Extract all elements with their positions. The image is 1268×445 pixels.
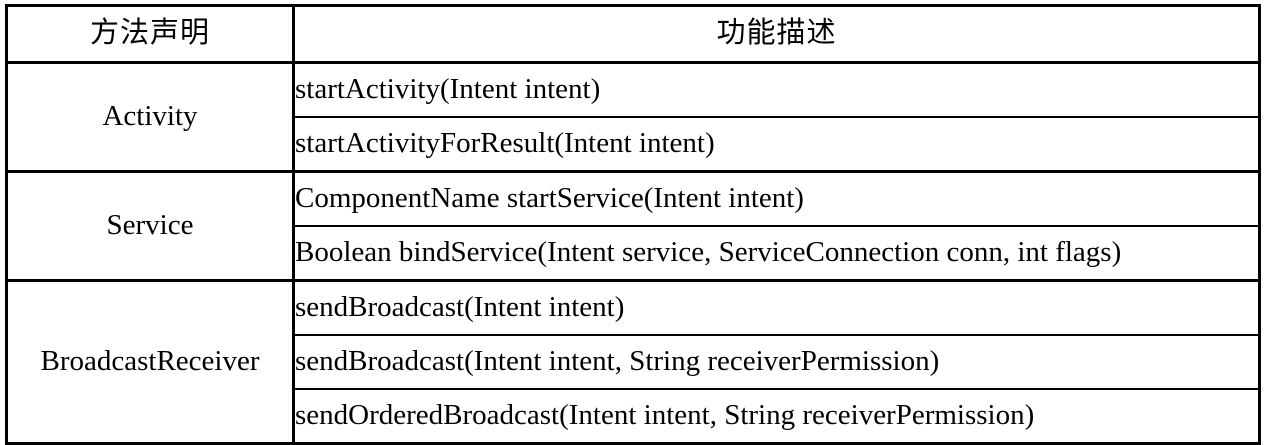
method-declaration-table-container: 方法声明 功能描述 Activity startActivity(Intent … — [5, 4, 1261, 445]
table-row: BroadcastReceiver sendBroadcast(Intent i… — [6, 279, 1260, 444]
table-row: sendBroadcast(Intent intent, String rece… — [7, 334, 1260, 389]
method-declaration-table: 方法声明 功能描述 Activity startActivity(Intent … — [5, 4, 1261, 445]
group-label-cell-broadcastreceiver: BroadcastReceiver — [6, 279, 295, 444]
header-label-description: 功能描述 — [716, 17, 837, 50]
method-signature-cell: startActivity(Intent intent) — [293, 61, 1260, 117]
table-header-row: 方法声明 功能描述 — [6, 5, 1260, 63]
method-signature-cell: Boolean bindService(Intent service, Serv… — [293, 225, 1260, 281]
method-signature-cell: sendBroadcast(Intent intent) — [293, 279, 1260, 335]
header-cell-declaration: 方法声明 — [6, 5, 295, 63]
method-signature-text: sendOrderedBroadcast(Intent intent, Stri… — [295, 399, 1035, 432]
method-signature-text: ComponentName startService(Intent intent… — [295, 182, 804, 215]
method-signature-cell: ComponentName startService(Intent intent… — [293, 170, 1260, 226]
table-row: sendOrderedBroadcast(Intent intent, Stri… — [7, 388, 1260, 444]
method-signature-cell: startActivityForResult(Intent intent) — [293, 116, 1260, 172]
table-row: Activity startActivity(Intent intent) — [6, 61, 1260, 172]
method-signature-text: sendBroadcast(Intent intent) — [295, 291, 625, 324]
component-name-label: Activity — [102, 100, 198, 133]
method-signature-text: startActivityForResult(Intent intent) — [295, 127, 715, 160]
method-signature-text: Boolean bindService(Intent service, Serv… — [295, 236, 1122, 269]
header-label-declaration: 方法声明 — [89, 17, 210, 50]
method-signature-text: startActivity(Intent intent) — [295, 73, 601, 106]
component-name-label: Service — [106, 209, 194, 242]
component-name-label: BroadcastReceiver — [40, 345, 260, 378]
method-signature-text: sendBroadcast(Intent intent, String rece… — [295, 345, 940, 378]
table-row: Service ComponentName startService(Inten… — [6, 170, 1260, 281]
table-row: startActivityForResult(Intent intent) — [7, 116, 1260, 172]
method-signature-cell: sendOrderedBroadcast(Intent intent, Stri… — [293, 388, 1260, 444]
table-row: Boolean bindService(Intent service, Serv… — [7, 225, 1260, 281]
method-signature-cell: sendBroadcast(Intent intent, String rece… — [293, 334, 1260, 389]
header-cell-description: 功能描述 — [293, 5, 1260, 63]
group-label-cell-activity: Activity — [6, 61, 295, 172]
table-body: 方法声明 功能描述 Activity startActivity(Intent … — [6, 5, 1260, 444]
group-label-cell-service: Service — [6, 170, 295, 281]
